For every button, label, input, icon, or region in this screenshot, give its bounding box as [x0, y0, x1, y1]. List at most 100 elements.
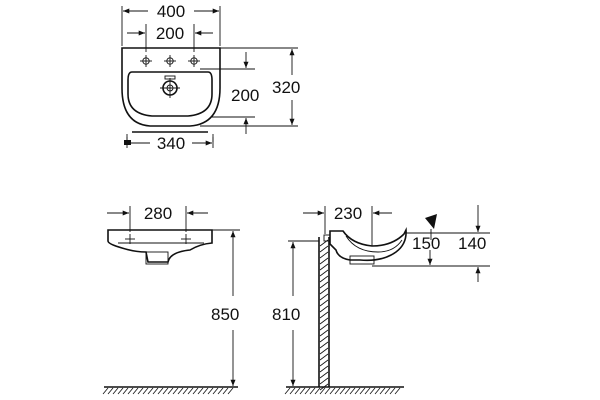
- dim-label-340: 340: [157, 134, 185, 153]
- front-view: 280 850: [102, 204, 240, 395]
- side-floor-hatch: [284, 387, 401, 395]
- hatch-stroke: [334, 387, 341, 395]
- hatch-stroke: [319, 299, 329, 307]
- side-basin-outline: [329, 227, 407, 262]
- dim-label-280: 280: [144, 204, 172, 223]
- tap-indicator-icon: [425, 214, 437, 229]
- hatch-stroke: [369, 387, 376, 395]
- hatch-stroke: [284, 387, 291, 395]
- hatch-stroke: [319, 251, 329, 259]
- hatch-stroke: [137, 387, 144, 395]
- hatch-stroke: [192, 387, 199, 395]
- hatch-stroke: [127, 387, 134, 395]
- hatch-stroke: [299, 387, 306, 395]
- hatch-stroke: [379, 387, 386, 395]
- inner-bowl: [127, 71, 213, 117]
- hatch-stroke: [329, 387, 336, 395]
- hatch-stroke: [319, 305, 329, 313]
- hatch-stroke: [319, 323, 329, 331]
- hatch-stroke: [112, 387, 119, 395]
- hatch-stroke: [344, 387, 351, 395]
- hatch-stroke: [319, 269, 329, 277]
- hatch-stroke: [384, 387, 391, 395]
- dim-label-400: 400: [157, 2, 185, 21]
- dim-label-140: 140: [458, 234, 486, 253]
- hatch-stroke: [319, 311, 329, 319]
- hatch-stroke: [202, 387, 209, 395]
- hatch-stroke: [309, 387, 316, 395]
- hatch-stroke: [319, 335, 329, 343]
- hatch-stroke: [319, 263, 329, 271]
- side-bracket: [323, 234, 331, 242]
- front-basin-outline: [107, 229, 213, 263]
- hatch-stroke: [222, 387, 229, 395]
- hatch-stroke: [102, 387, 109, 395]
- hatch-stroke: [319, 329, 329, 337]
- hatch-stroke: [122, 387, 129, 395]
- dim-label-850: 850: [211, 305, 239, 324]
- dim-label-230: 230: [334, 204, 362, 223]
- hatch-stroke: [217, 387, 224, 395]
- hatch-stroke: [212, 387, 219, 395]
- hatch-stroke: [117, 387, 124, 395]
- hatch-stroke: [349, 387, 356, 395]
- hatch-stroke: [294, 387, 301, 395]
- hatch-stroke: [197, 387, 204, 395]
- hatch-stroke: [172, 387, 179, 395]
- hatch-stroke: [319, 341, 329, 349]
- dim-340-left-mark: [124, 140, 131, 145]
- hatch-stroke: [319, 281, 329, 289]
- basin-outline: [121, 47, 221, 127]
- hatch-stroke: [227, 387, 234, 395]
- hatch-stroke: [319, 293, 329, 301]
- hatch-stroke: [394, 387, 401, 395]
- hatch-stroke: [132, 387, 139, 395]
- wall-hatch: [319, 239, 329, 391]
- hatch-stroke: [107, 387, 114, 395]
- front-tap-right: [181, 234, 191, 244]
- hatch-stroke: [157, 387, 164, 395]
- hatch-stroke: [182, 387, 189, 395]
- front-tap-left: [125, 234, 135, 244]
- hatch-stroke: [289, 387, 296, 395]
- hatch-stroke: [339, 387, 346, 395]
- hatch-stroke: [319, 353, 329, 361]
- hatch-stroke: [314, 387, 321, 395]
- front-waste-stub: [145, 251, 169, 265]
- hatch-stroke: [147, 387, 154, 395]
- hatch-stroke: [319, 275, 329, 283]
- side-bowl-inner: [345, 235, 403, 253]
- hatch-stroke: [319, 257, 329, 265]
- tap-hole-center: [164, 55, 176, 67]
- hatch-stroke: [354, 387, 361, 395]
- side-view: 230 150 140 810: [272, 204, 490, 395]
- dim-label-200-depth: 200: [231, 86, 259, 105]
- dim-label-150: 150: [412, 234, 440, 253]
- hatch-stroke: [319, 287, 329, 295]
- drain-icon: [160, 78, 180, 98]
- hatch-stroke: [374, 387, 381, 395]
- hatch-stroke: [319, 377, 329, 385]
- hatch-stroke: [319, 245, 329, 253]
- hatch-stroke: [187, 387, 194, 395]
- hatch-stroke: [162, 387, 169, 395]
- hatch-stroke: [324, 387, 331, 395]
- hatch-stroke: [359, 387, 366, 395]
- hatch-stroke: [319, 359, 329, 367]
- hatch-stroke: [319, 387, 326, 395]
- top-view: 400 200 200 320 340: [121, 2, 300, 153]
- hatch-stroke: [207, 387, 214, 395]
- hatch-stroke: [167, 387, 174, 395]
- hatch-stroke: [319, 317, 329, 325]
- dim-label-810: 810: [272, 305, 300, 324]
- hatch-stroke: [142, 387, 149, 395]
- hatch-stroke: [177, 387, 184, 395]
- tap-hole-right: [188, 55, 200, 67]
- front-floor-hatch: [102, 387, 234, 395]
- hatch-stroke: [319, 371, 329, 379]
- dim-label-320: 320: [272, 78, 300, 97]
- hatch-stroke: [319, 347, 329, 355]
- hatch-stroke: [152, 387, 159, 395]
- hatch-stroke: [319, 365, 329, 373]
